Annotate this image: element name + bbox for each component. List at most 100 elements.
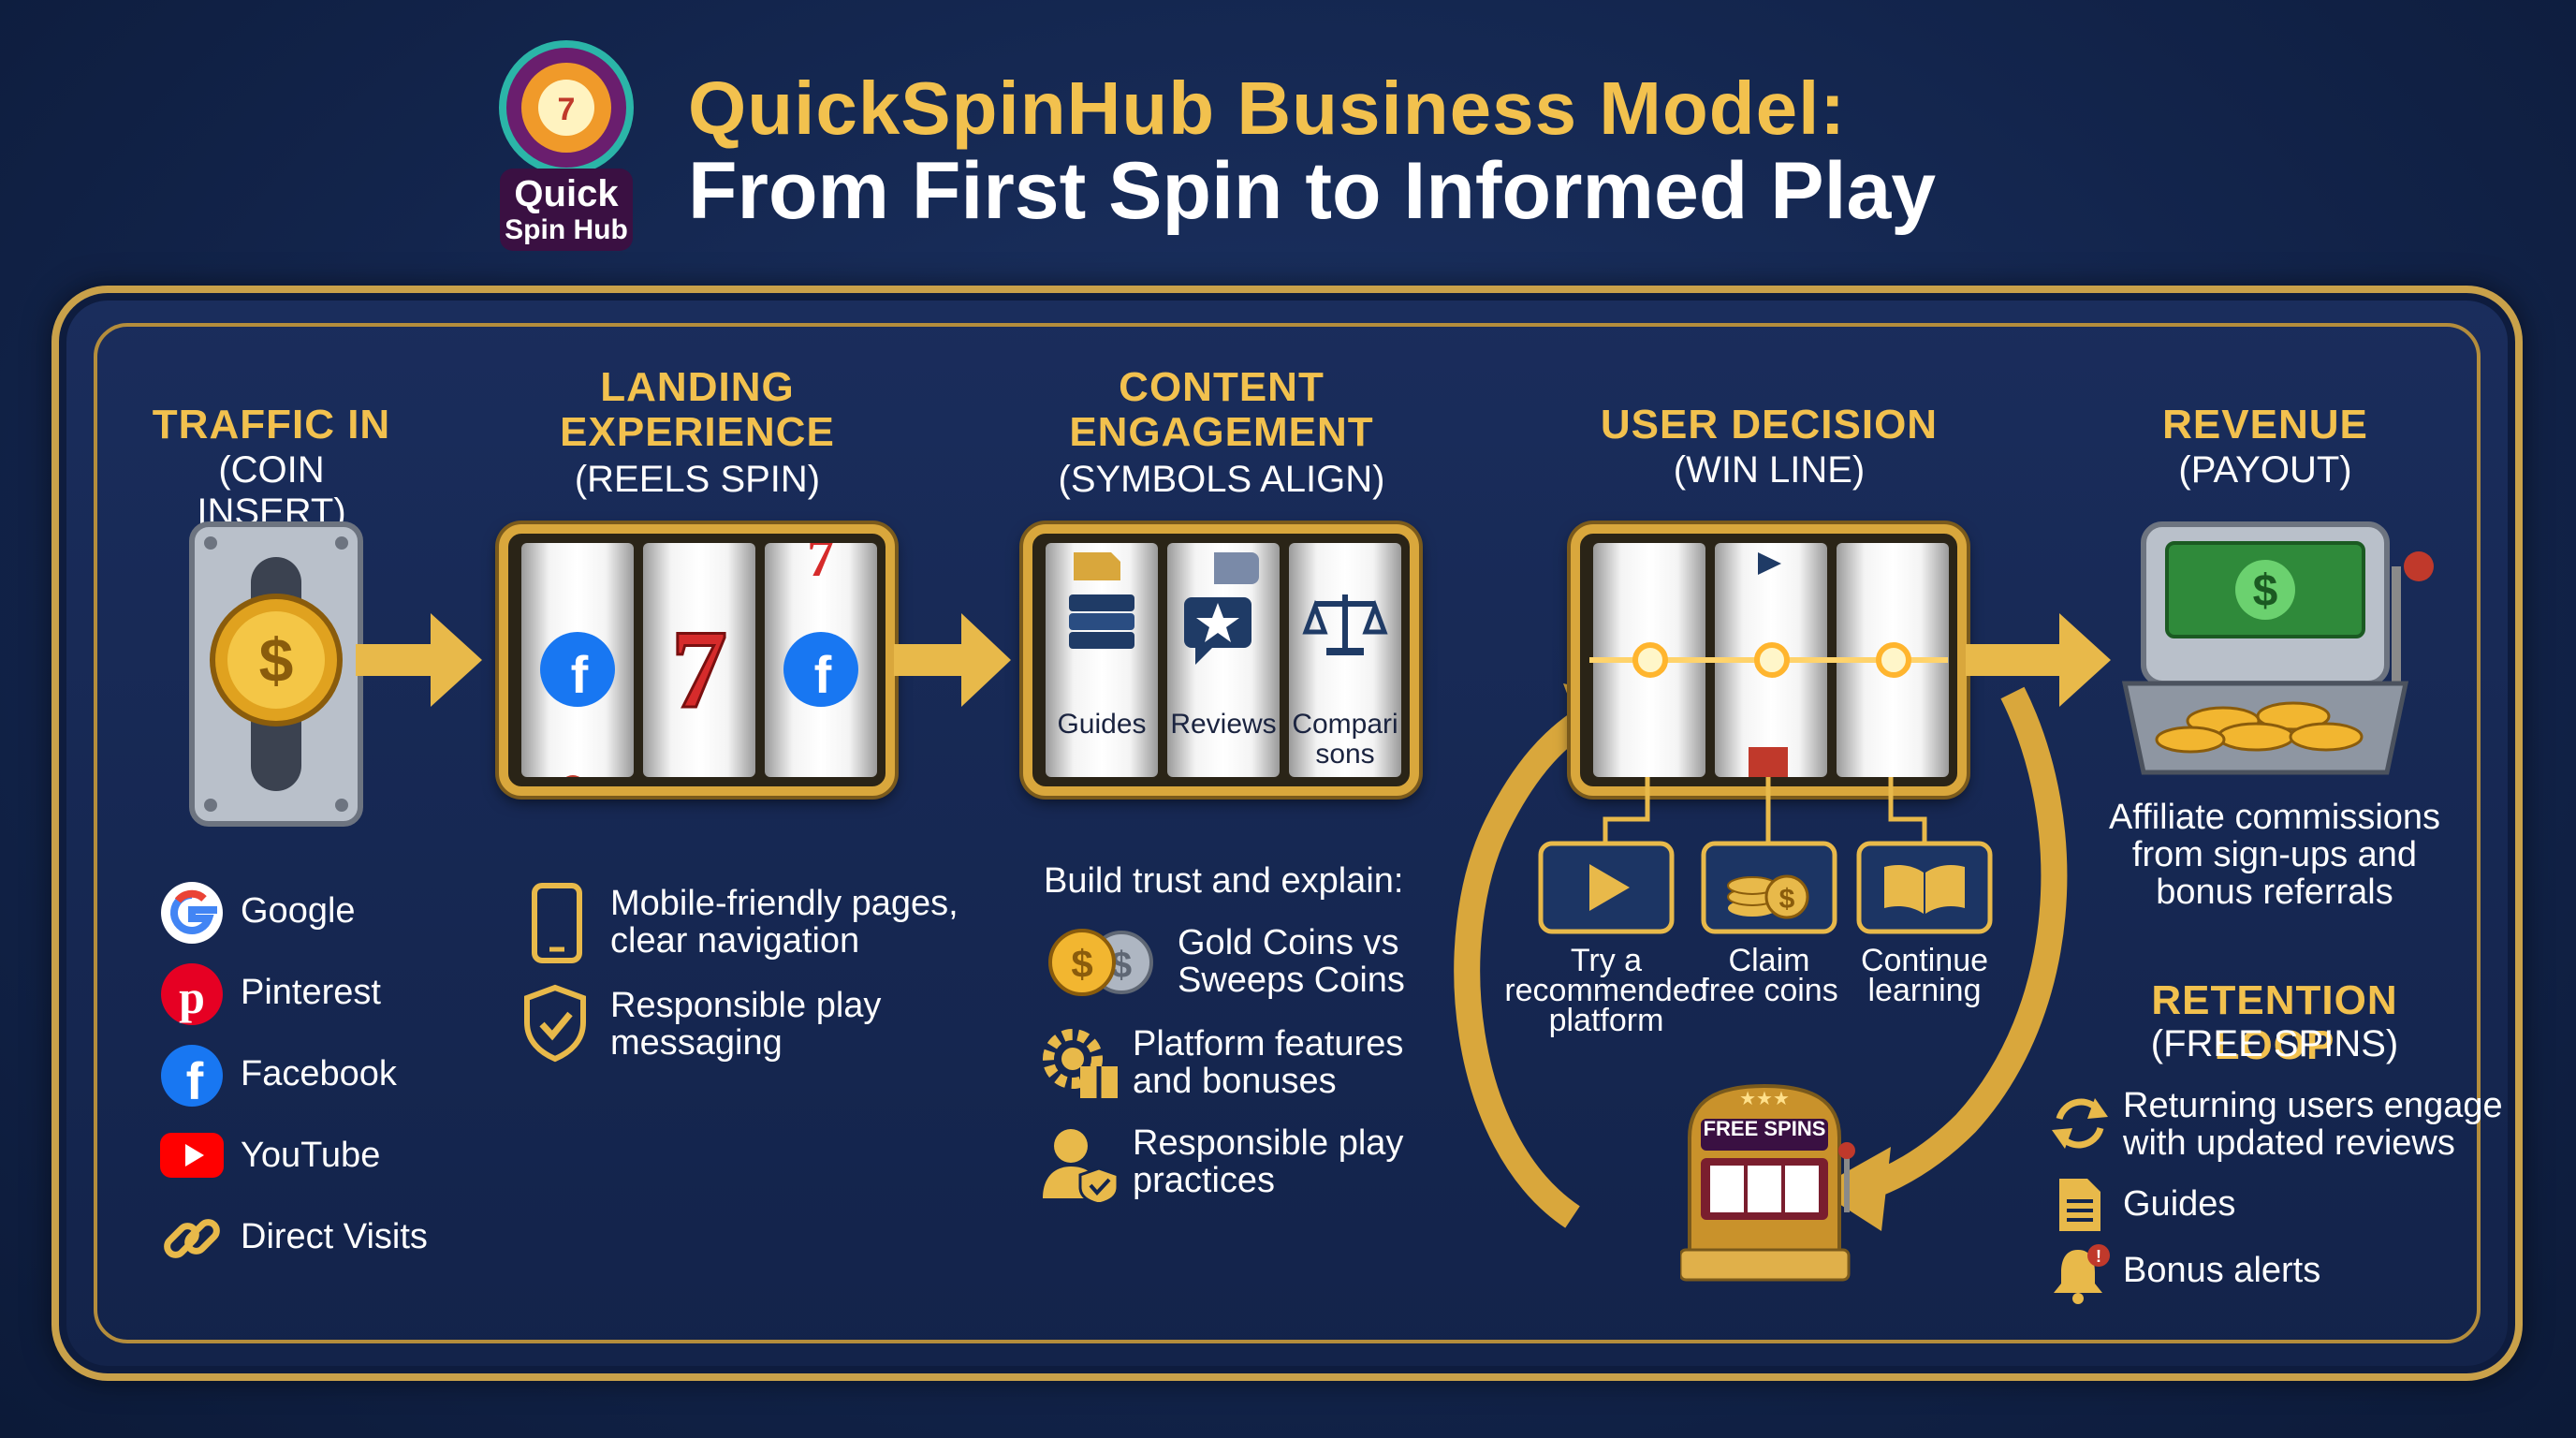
svg-text:Quick: Quick	[514, 173, 619, 214]
flow-arrow-1	[356, 613, 482, 707]
svg-text:$: $	[259, 625, 294, 695]
decision-subtitle: (WIN LINE)	[1673, 449, 1866, 491]
source-facebook[interactable]: Facebook	[241, 1054, 397, 1093]
source-google[interactable]: Google	[241, 891, 356, 931]
reel-1: f	[521, 543, 634, 777]
content-subtitle: (SYMBOLS ALIGN)	[1058, 459, 1385, 500]
decision-option-3-line-1: Continue	[1860, 943, 1989, 978]
svg-text:★★★: ★★★	[1739, 1089, 1790, 1109]
flow-arrow-2	[894, 613, 1011, 707]
svg-text:!: !	[2096, 1247, 2101, 1266]
pinterest-icon: p	[161, 963, 223, 1025]
coin-stack-icon[interactable]: $	[1701, 841, 1837, 934]
svg-text:$: $	[1779, 884, 1795, 915]
revenue-subtitle: (PAYOUT)	[2178, 449, 2352, 491]
content-point-1-line-1: Gold Coins vs	[1178, 923, 1399, 962]
revenue-desc-line-1: Affiliate commissions	[2108, 798, 2441, 837]
reel-label-comparisons-1: Compari	[1292, 709, 1398, 740]
traffic-title: TRAFFIC IN	[152, 402, 391, 448]
svg-text:$: $	[2253, 566, 2278, 616]
content-point-2-line-2: and bonuses	[1133, 1062, 1337, 1101]
person-shield-icon	[1043, 1129, 1120, 1202]
decision-option-2-line-2: free coins	[1700, 973, 1838, 1008]
coins-icon: $ $	[1048, 929, 1153, 996]
quickspinhub-logo: 7 Quick Spin Hub	[499, 40, 634, 251]
source-pinterest[interactable]: Pinterest	[241, 973, 381, 1012]
title-area: 7 Quick Spin Hub QuickSpinHub Business M…	[496, 28, 1994, 251]
reel-guides: Guides	[1046, 543, 1158, 777]
free-spins-label: FREE SPINS	[1703, 1117, 1826, 1140]
svg-text:7: 7	[807, 543, 835, 588]
retention-title: RETENTION LOOP	[2151, 977, 2398, 1068]
content-intro: Build trust and explain:	[1044, 861, 1404, 901]
facebook-icon: 7 f	[783, 543, 858, 707]
reel-reviews: Reviews	[1167, 543, 1280, 777]
svg-text:$: $	[1111, 945, 1132, 986]
reel-label-reviews: Reviews	[1170, 709, 1277, 740]
diagram-frame	[51, 286, 2523, 1381]
landing-title-2: EXPERIENCE	[560, 409, 835, 455]
content-point-3-line-2: practices	[1133, 1161, 1276, 1200]
youtube-icon	[160, 1133, 224, 1178]
reel-label-comparisons-2: sons	[1315, 739, 1375, 770]
link-icon	[164, 1219, 220, 1258]
svg-text:f: f	[571, 645, 589, 704]
reel-2: 7	[643, 543, 755, 777]
content-slot-reels: Guides Reviews Compari sons	[1023, 524, 1419, 796]
title-line-2: From First Spin to Informed Play	[688, 146, 1937, 236]
win-line-icon	[1589, 552, 1948, 777]
landing-title-1: LANDING	[600, 364, 795, 410]
facebook-icon: f	[540, 632, 615, 777]
scales-icon	[1302, 594, 1388, 655]
revenue-desc-line-2: from sign-ups and	[2131, 835, 2418, 874]
phone-icon	[532, 883, 582, 963]
svg-text:f: f	[186, 1051, 204, 1108]
reel-comparisons: Compari sons	[1289, 543, 1401, 777]
diagram-inner-frame	[94, 323, 2481, 1343]
title-line-1: QuickSpinHub Business Model:	[688, 66, 1847, 150]
landing-slot-reels: f 7 7 f	[499, 524, 895, 796]
flow-arrow-3	[1966, 613, 2111, 707]
source-youtube[interactable]: YouTube	[241, 1136, 381, 1175]
svg-text:f: f	[814, 645, 832, 704]
google-icon	[161, 882, 223, 944]
book-stack-icon	[1069, 552, 1134, 649]
decision-option-1-line-2: recommended	[1504, 973, 1708, 1008]
decision-option-3-line-2: learning	[1867, 973, 1982, 1008]
cash-machine-icon: $	[2121, 521, 2434, 775]
content-title-1: CONTENT	[1119, 364, 1325, 410]
review-star-icon	[1184, 552, 1259, 665]
content-point-1-line-2: Sweeps Coins	[1178, 961, 1405, 1000]
book-icon[interactable]	[1856, 841, 1993, 934]
gear-gift-icon	[1043, 1029, 1118, 1098]
retention-subtitle: (FREE SPINS)	[2150, 1023, 2399, 1064]
landing-point-2-line-1: Responsible play	[610, 986, 882, 1025]
reel-3: 7 f	[765, 543, 877, 777]
landing-point-1-line-1: Mobile-friendly pages,	[610, 884, 959, 923]
landing-point-2-line-2: messaging	[610, 1023, 783, 1063]
retention-point-3: Bonus alerts	[2123, 1251, 2321, 1290]
svg-text:7: 7	[558, 92, 576, 127]
decision-title: USER DECISION	[1600, 402, 1939, 448]
facebook-icon: f	[161, 1045, 223, 1108]
landing-subtitle: (REELS SPIN)	[574, 459, 821, 500]
retention-point-1-line-2: with updated reviews	[2123, 1123, 2455, 1163]
retention-point-1-line-1: Returning users engage	[2123, 1086, 2503, 1125]
bell-icon: !	[2054, 1244, 2110, 1304]
retention-point-2: Guides	[2123, 1184, 2236, 1224]
reel-label-guides: Guides	[1057, 709, 1147, 740]
source-direct[interactable]: Direct Visits	[241, 1217, 428, 1256]
play-icon[interactable]	[1538, 841, 1675, 934]
svg-text:p: p	[179, 971, 205, 1023]
revenue-title: REVENUE	[2162, 402, 2368, 448]
content-point-2-line-1: Platform features	[1133, 1024, 1404, 1064]
free-spins-machine-icon: ★★★	[1680, 1083, 1855, 1282]
svg-text:$: $	[1071, 942, 1092, 986]
landing-point-1-line-2: clear navigation	[610, 921, 860, 961]
content-title-2: ENGAGEMENT	[1069, 409, 1374, 455]
decision-option-1-line-3: platform	[1548, 1003, 1664, 1038]
decision-option-2-line-1: Claim	[1728, 943, 1810, 978]
document-icon	[2059, 1179, 2100, 1231]
coin-slot-icon: $	[189, 521, 363, 827]
decision-slot-reels	[1571, 524, 1967, 796]
